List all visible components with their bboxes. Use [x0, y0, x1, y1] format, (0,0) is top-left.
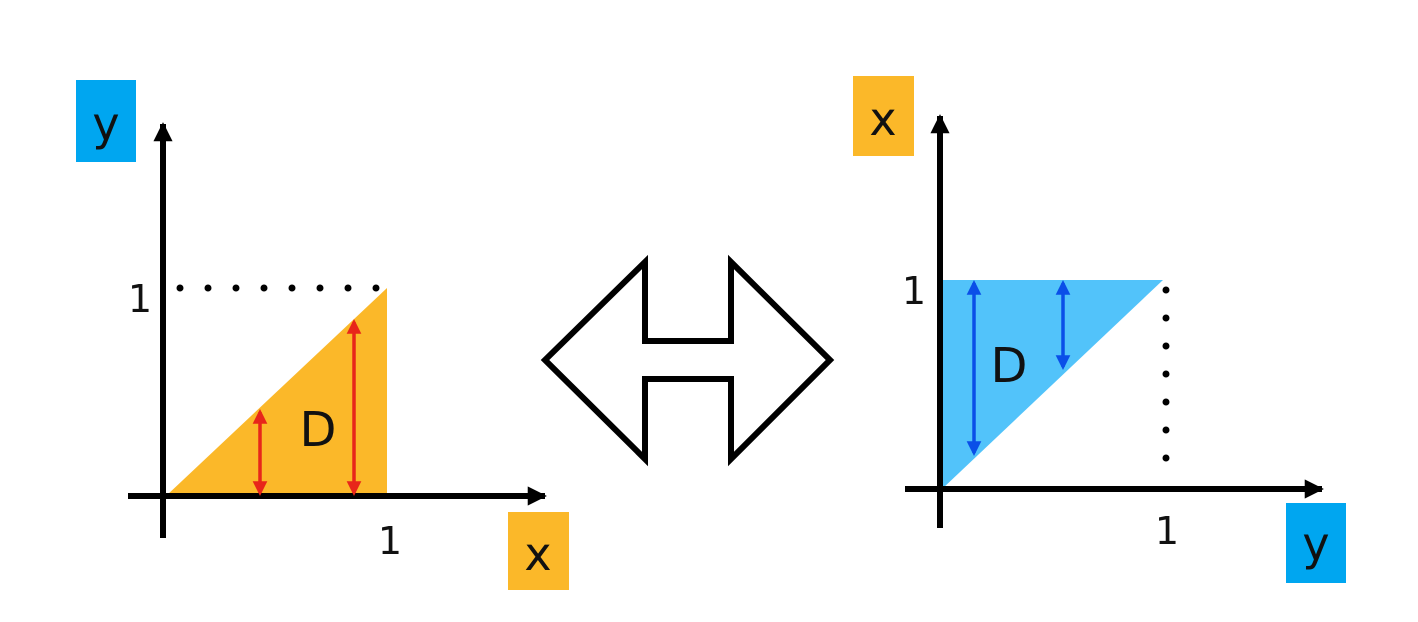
right-vertical-axis-label: x [869, 92, 896, 146]
left-vertical-tick-label: 1 [128, 277, 152, 321]
double-arrow-outline-icon [540, 254, 835, 467]
left-panel: y x 1 1 D [76, 80, 569, 590]
right-x-label-box [853, 76, 914, 156]
right-horizontal-axis-label: y [1302, 517, 1329, 571]
left-x-label-box [508, 512, 569, 590]
right-region-label: D [991, 338, 1028, 394]
left-region-d [166, 288, 387, 496]
right-y-label-box [1286, 503, 1346, 583]
left-y-axis-label: y [92, 97, 119, 151]
left-region-label: D [300, 402, 337, 458]
right-vertical-tick-label: 1 [902, 269, 926, 313]
right-panel: x y 1 1 D [853, 76, 1346, 583]
left-x-axis-label: x [524, 527, 551, 581]
right-horizontal-tick-label: 1 [1155, 509, 1179, 553]
left-y-label-box [76, 80, 136, 162]
left-horizontal-tick-label: 1 [378, 519, 402, 563]
right-region-d [942, 280, 1163, 489]
